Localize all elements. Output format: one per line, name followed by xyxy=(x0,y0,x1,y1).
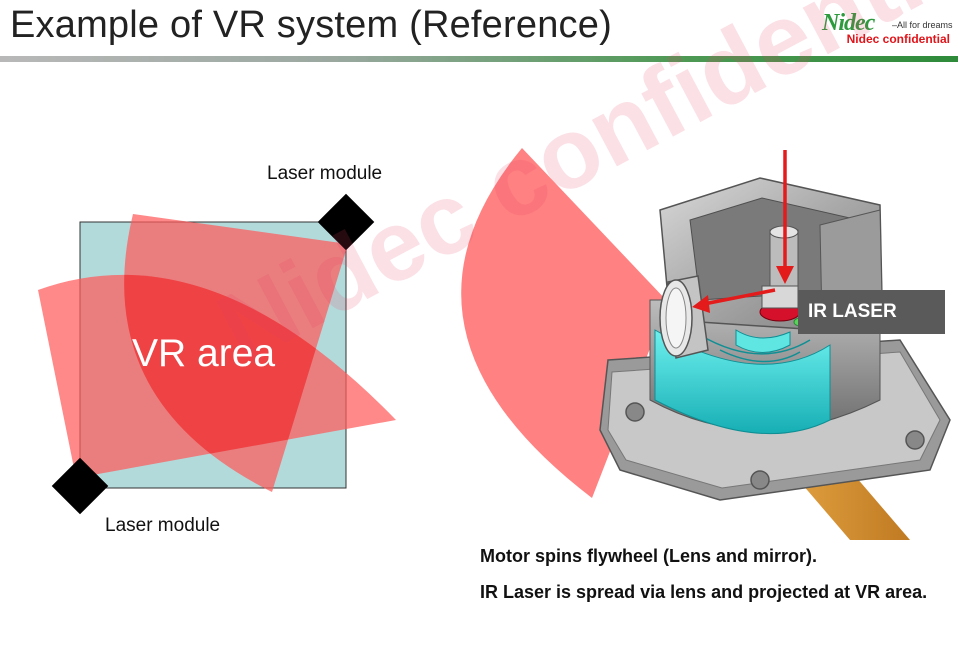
motor-illustration xyxy=(599,177,951,540)
laser-arrow-left xyxy=(703,288,776,306)
vr-area-label: VR area xyxy=(132,332,276,375)
caption-line-1: Motor spins flywheel (Lens and mirror). xyxy=(480,546,818,566)
mount-hole-3 xyxy=(750,470,770,490)
caption-line-2: IR Laser is spread via lens and projecte… xyxy=(480,582,928,602)
title-underline xyxy=(0,56,958,62)
logo-tagline: –All for dreams xyxy=(892,20,953,30)
laser-module-label-top: Laser module xyxy=(267,163,383,184)
laser-path xyxy=(692,150,794,313)
vr-area-diagram xyxy=(38,193,396,515)
mount-hole-1 xyxy=(625,402,645,422)
laser-module-label-bottom: Laser module xyxy=(105,515,221,536)
flex-cable xyxy=(790,470,910,540)
logo-wordmark: Nidec xyxy=(822,10,875,36)
mount-hole-2 xyxy=(905,430,925,450)
ir-laser-label: IR LASER xyxy=(798,290,945,334)
confidential-mark: Nidec confidential xyxy=(846,32,950,46)
brand-logo: Nidec –All for dreams xyxy=(822,10,953,50)
slide-title: Example of VR system (Reference) xyxy=(10,4,612,46)
cyan-ring xyxy=(654,329,831,435)
